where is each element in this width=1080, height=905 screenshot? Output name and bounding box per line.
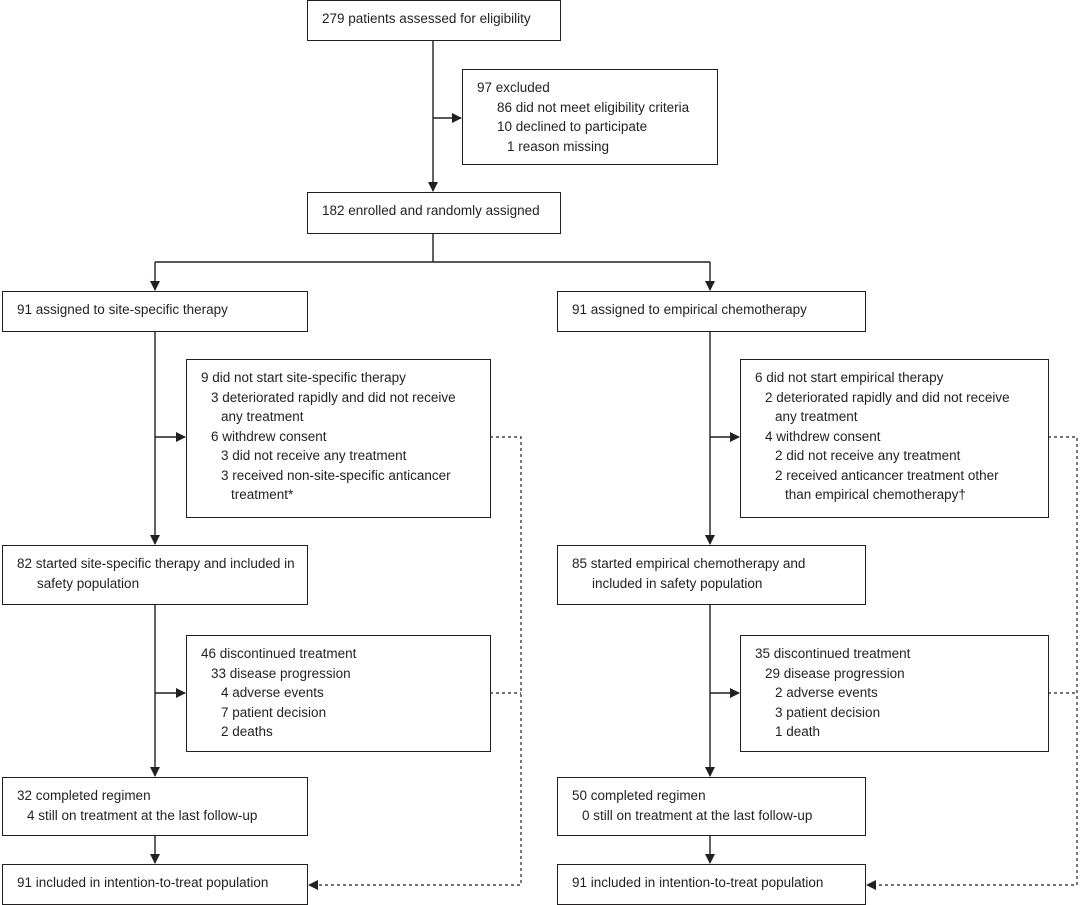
left-discontinued-line: 33 disease progression: [211, 665, 351, 681]
right-safety-line: 85 started empirical chemotherapy and: [572, 556, 806, 571]
left-discontinued-box: 46 discontinued treatment 33 disease pro…: [186, 635, 491, 752]
left-safety-box: 82 started site-specific therapy and inc…: [2, 545, 308, 605]
right-itt-box: 91 included in intention-to-treat popula…: [557, 864, 866, 905]
left-discontinued-line: 46 discontinued treatment: [201, 646, 357, 661]
right-discontinued-box: 35 discontinued treatment 29 disease pro…: [740, 635, 1049, 752]
right-not-started-line: 2 did not receive any treatment: [775, 448, 961, 463]
right-discontinued-line: 3 patient decision: [775, 704, 881, 720]
right-assigned-box: 91 assigned to empirical chemotherapy: [557, 291, 866, 332]
left-not-started-line: 3 deteriorated rapidly and did not recei…: [211, 389, 456, 405]
right-not-started-line: than empirical chemotherapy†: [785, 487, 966, 502]
right-safety-box: 85 started empirical chemotherapy and in…: [557, 545, 866, 605]
right-not-started-line: 2 received anticancer treatment other: [775, 467, 999, 483]
left-not-started-box: 9 did not start site-specific therapy 3 …: [186, 359, 491, 518]
right-discontinued-line: 29 disease progression: [765, 665, 905, 681]
excluded-box: 97 excluded 86 did not meet eligibility …: [462, 69, 718, 165]
left-not-started-line: 3 did not receive any treatment: [221, 448, 407, 463]
enrolled-box: 182 enrolled and randomly assigned: [307, 192, 561, 234]
left-not-started-line: 6 withdrew consent: [211, 428, 327, 444]
enrolled-text: 182 enrolled and randomly assigned: [322, 203, 540, 218]
left-discontinued-line: 2 deaths: [221, 724, 273, 739]
right-completed-line: 50 completed regimen: [572, 788, 706, 803]
left-safety-line: 82 started site-specific therapy and inc…: [17, 556, 295, 571]
assessed-text: 279 patients assessed for eligibility: [322, 11, 531, 26]
left-not-started-line: treatment*: [231, 487, 294, 502]
right-itt-text: 91 included in intention-to-treat popula…: [572, 875, 824, 890]
left-completed-line: 4 still on treatment at the last follow-…: [27, 807, 258, 823]
excluded-line: 1 reason missing: [507, 138, 610, 154]
right-discontinued-line: 1 death: [775, 724, 821, 739]
right-completed-box: 50 completed regimen 0 still on treatmen…: [557, 777, 866, 836]
right-not-started-box: 6 did not start empirical therapy 2 dete…: [740, 359, 1049, 518]
left-safety-line: safety population: [37, 575, 140, 591]
left-assigned-box: 91 assigned to site-specific therapy: [2, 291, 308, 332]
right-not-started-line: 4 withdrew consent: [765, 428, 881, 444]
excluded-line: 86 did not meet eligibility criteria: [497, 99, 690, 115]
assessed-box: 279 patients assessed for eligibility: [307, 0, 561, 41]
left-dashed-itt-link: [310, 436, 522, 886]
right-not-started-line: 2 deteriorated rapidly and did not recei…: [765, 389, 1010, 405]
right-discontinued-line: 35 discontinued treatment: [755, 646, 911, 661]
left-itt-text: 91 included in intention-to-treat popula…: [17, 875, 269, 890]
left-completed-line: 32 completed regimen: [17, 788, 151, 803]
right-assigned-text: 91 assigned to empirical chemotherapy: [572, 302, 807, 317]
excluded-line: 10 declined to participate: [497, 119, 648, 134]
left-not-started-line: any treatment: [221, 409, 304, 424]
right-completed-line: 0 still on treatment at the last follow-…: [582, 807, 813, 823]
right-dashed-itt-link: [868, 436, 1078, 886]
right-not-started-line: any treatment: [775, 409, 858, 424]
right-not-started-line: 6 did not start empirical therapy: [755, 370, 944, 385]
left-completed-box: 32 completed regimen 4 still on treatmen…: [2, 777, 308, 836]
left-not-started-line: 9 did not start site-specific therapy: [201, 370, 406, 385]
left-itt-box: 91 included in intention-to-treat popula…: [2, 864, 308, 905]
left-not-started-line: 3 received non-site-specific anticancer: [221, 467, 451, 483]
left-discontinued-line: 4 adverse events: [221, 685, 324, 700]
left-assigned-text: 91 assigned to site-specific therapy: [17, 302, 228, 317]
excluded-line: 97 excluded: [477, 80, 550, 95]
left-discontinued-line: 7 patient decision: [221, 704, 327, 720]
right-safety-line: included in safety population: [592, 575, 763, 591]
right-discontinued-line: 2 adverse events: [775, 685, 878, 700]
